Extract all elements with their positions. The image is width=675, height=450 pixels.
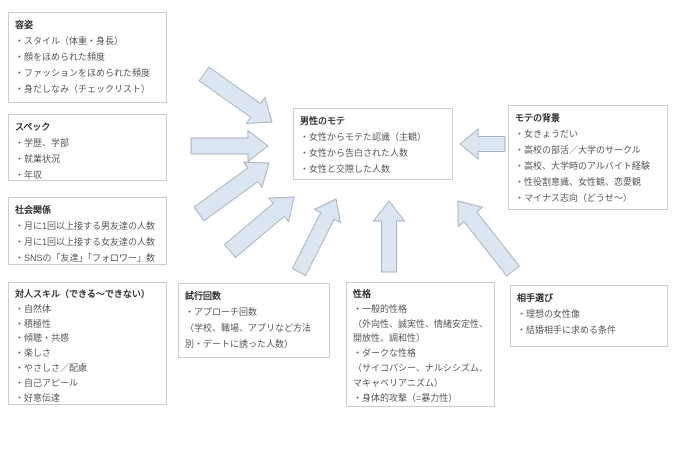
box-line: 開放性、調和性） (353, 333, 426, 344)
box-line: マキャベリアニズム） (353, 377, 443, 388)
box-male-popularity-lines: ・女性からモテた認識（主観） ・女性から告白された人数・女性と交際した人数 (300, 129, 447, 177)
box-appearance-title: 容姿 (15, 20, 34, 30)
box-popularity-background-lines: ・女きょうだい・高校の部活／大学のサークル・高校、大学時のアルバイト経験・性役割… (515, 126, 662, 206)
box-line: 別・デートに誘った人数） (185, 339, 294, 349)
box-line: ・身だしなみ（チェックリスト） (15, 84, 151, 94)
box-line: ・やさしさ／配慮 (15, 362, 88, 373)
box-line: ・女性と交際した人数 (300, 164, 391, 174)
box-line: ・高校の部活／大学のサークル (515, 145, 641, 155)
box-partner-choice-lines: ・理想の女性像・結婚相手に求める条件 (517, 306, 662, 338)
box-line: ・自然体 (15, 303, 52, 314)
box-popularity-background-title: モテの背景 (515, 113, 561, 123)
box-line: ・スタイル（体重・身長） (15, 36, 124, 46)
box-interpersonal-skills-title: 対人スキル（できる～できない） (15, 289, 150, 299)
box-line: ・自己アピール (15, 377, 79, 388)
box-line: ・積極性 (15, 318, 52, 329)
box-line: ・理想の女性像 (517, 309, 581, 319)
arrow-skills-to-popularity (223, 196, 295, 259)
box-line: ・傾聴・共感 (15, 333, 70, 344)
box-specs-title: スペック (15, 122, 51, 132)
box-line: ・ファッションをほめられた頻度 (15, 68, 151, 78)
box-line: ・就業状況 (15, 154, 61, 164)
box-personality-lines: ・一般的性格 （外向性、誠実性、情緒安定性、開放性、調和性） ・ダークな性格 （サイコ… (353, 302, 489, 406)
box-line: ・ダークな性格 (353, 348, 417, 359)
box-popularity-background: モテの背景 ・女きょうだい・高校の部活／大学のサークル・高校、大学時のアルバイト… (508, 105, 668, 210)
box-line: ・女性からモテた認識（主観） (300, 132, 427, 142)
box-line: ・顔をほめられた頻度 (15, 52, 106, 62)
box-line: ・月に1回以上接する男友達の人数 (15, 221, 156, 231)
box-line: ・好意伝達 (15, 392, 61, 403)
box-line: （サイコパシー、ナルシシズム、 (353, 362, 488, 373)
box-trial-count-title: 試行回数 (185, 291, 222, 301)
box-line: ・学歴、学部 (15, 138, 70, 148)
box-line: ・SNSの「友達」「フォロワー」数 (15, 253, 156, 263)
arrow-background-to-popularity (459, 127, 506, 161)
box-social-relations-title: 社会関係 (15, 205, 52, 215)
box-interpersonal-skills: 対人スキル（できる～できない） ・自然体・積極性・傾聴・共感・楽しさ・やさしさ／… (8, 282, 167, 405)
box-line: ・年収 (15, 170, 43, 180)
arrow-personality-to-popularity (372, 200, 406, 273)
arrow-appearance-to-popularity (198, 66, 273, 125)
box-male-popularity: 男性のモテ ・女性からモテた認識（主観） ・女性から告白された人数・女性と交際した… (293, 108, 453, 180)
box-line: ・女性から告白された人数 (300, 148, 409, 158)
box-trial-count-lines: ・アプローチ回数 （学校、職場、アプリなど方法別・デートに誘った人数） (185, 304, 324, 352)
box-line: ・一般的性格 (353, 303, 408, 314)
box-line: ・性役割意識、女性観、恋愛観 (515, 177, 642, 187)
box-line: ・マイナス志向（どうせ～） (515, 193, 632, 203)
box-interpersonal-skills-lines: ・自然体・積極性・傾聴・共感・楽しさ・やさしさ／配慮・自己アピール・好意伝達 (15, 302, 161, 404)
box-line: ・身体的攻撃（=暴力性） (353, 392, 458, 403)
box-line: ・女きょうだい (515, 129, 579, 139)
box-appearance: 容姿 ・スタイル（体重・身長） ・顔をほめられた頻度・ファッションをほめられた頻度… (8, 12, 167, 103)
arrow-trials-to-popularity (291, 198, 341, 277)
box-partner-choice-title: 相手選び (517, 293, 554, 303)
box-line: （学校、職場、アプリなど方法 (185, 323, 312, 333)
box-line: （外向性、誠実性、情緒安定性、 (353, 318, 489, 329)
box-line: ・月に1回以上接する女友達の人数 (15, 237, 156, 247)
box-line: ・結婚相手に求める条件 (517, 325, 617, 335)
box-personality-title: 性格 (353, 289, 372, 299)
arrow-partner-to-popularity (457, 200, 521, 277)
arrow-specs-to-popularity (190, 129, 269, 163)
arrow-social-to-popularity (193, 161, 270, 222)
box-male-popularity-title: 男性のモテ (300, 116, 346, 126)
box-line: ・アプローチ回数 (185, 307, 258, 317)
box-personality: 性格 ・一般的性格 （外向性、誠実性、情緒安定性、開放性、調和性） ・ダークな性格 （… (346, 282, 495, 407)
box-specs-lines: ・学歴、学部・就業状況・年収 (15, 135, 161, 180)
box-specs: スペック ・学歴、学部・就業状況・年収 (8, 114, 167, 181)
box-social-relations-lines: ・月に1回以上接する男友達の人数・月に1回以上接する女友達の人数・SNSの「友達… (15, 218, 161, 264)
box-appearance-lines: ・スタイル（体重・身長） ・顔をほめられた頻度・ファッションをほめられた頻度・身だ… (15, 33, 161, 97)
box-line: ・楽しさ (15, 348, 52, 359)
box-line: ・高校、大学時のアルバイト経験 (515, 161, 650, 171)
box-partner-choice: 相手選び ・理想の女性像・結婚相手に求める条件 (510, 285, 668, 347)
box-trial-count: 試行回数 ・アプローチ回数 （学校、職場、アプリなど方法別・デートに誘った人数） (178, 283, 330, 358)
box-social-relations: 社会関係 ・月に1回以上接する男友達の人数・月に1回以上接する女友達の人数・SN… (8, 197, 167, 265)
